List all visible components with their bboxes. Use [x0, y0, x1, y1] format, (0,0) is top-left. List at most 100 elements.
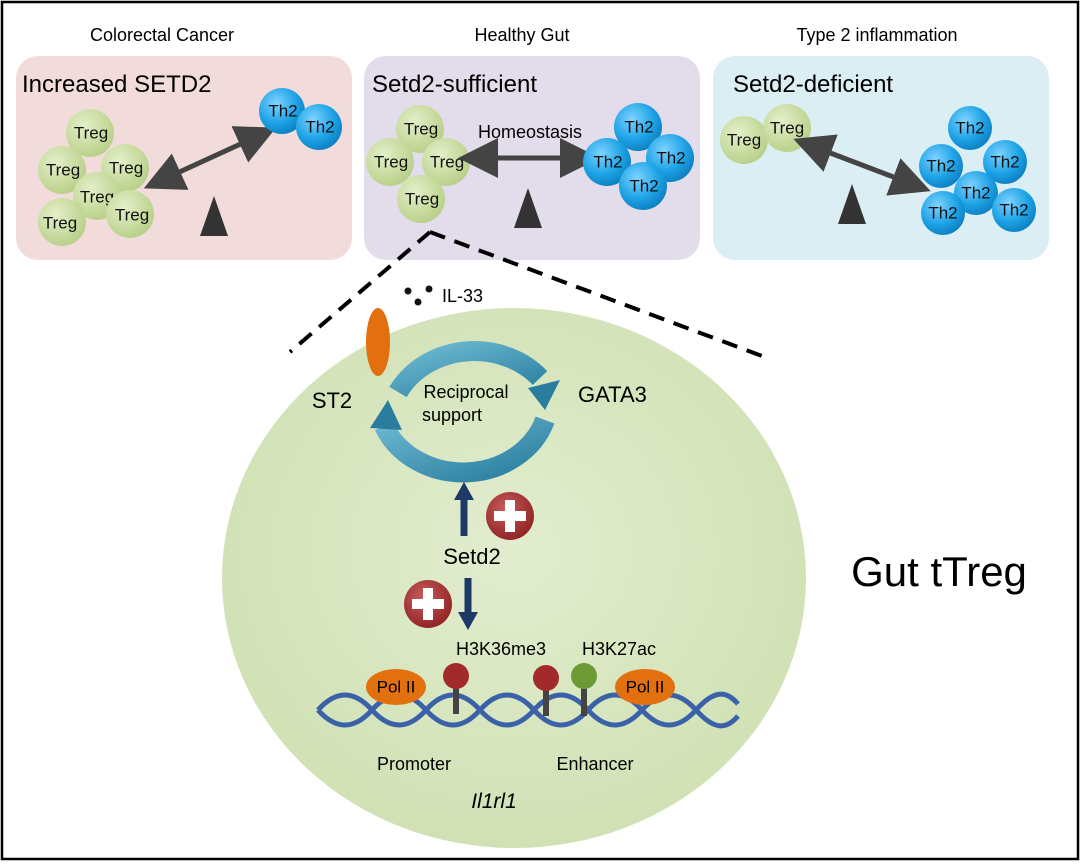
zoom-line-left [288, 230, 432, 354]
treg-cell [106, 190, 154, 238]
setd2-down-arrowhead [458, 612, 478, 630]
cycle-arrowhead-bottom [370, 400, 402, 430]
gut-ttreg-cell-body [222, 308, 806, 848]
h3k36me3-ball [443, 663, 469, 689]
enhancer-label: Enhancer [556, 754, 633, 774]
cycle-arrow-top [389, 341, 548, 398]
th2-cell-cluster: Th2 Th2 Th2 Th2 [583, 103, 694, 210]
plus-bar-v [423, 588, 433, 620]
treg-cell-cluster: Treg Treg Treg Treg Treg Treg [38, 109, 154, 246]
cycle-arrow-bottom [374, 416, 555, 483]
treg-cell [720, 116, 768, 164]
th2-label: Th2 [624, 117, 653, 136]
th2-cell [992, 188, 1036, 232]
treg-label: Treg [115, 205, 149, 224]
th2-label: Th2 [961, 183, 990, 202]
th2-cell-cluster: Th2 Th2 [259, 88, 342, 150]
h3k27ac-mark [571, 663, 597, 716]
zoom-line-right [429, 230, 763, 358]
setd2-up-arrowhead [454, 482, 474, 500]
th2-cell [948, 106, 992, 150]
h3k27ac-ball [571, 663, 597, 689]
pol-ii-shape [615, 669, 675, 705]
histone-tail [543, 688, 549, 716]
th2-label: Th2 [305, 117, 334, 136]
panel-healthy-gut: Healthy Gut Setd2-sufficient Treg Treg T… [364, 25, 700, 260]
promoter-label: Promoter [377, 754, 451, 774]
panel-title: Setd2-deficient [733, 71, 893, 98]
cycle-label-line1: Reciprocal [423, 382, 508, 402]
treg-label: Treg [430, 152, 464, 171]
plus-bar-v [505, 500, 515, 532]
th2-cell [983, 140, 1027, 184]
treg-cell [66, 109, 114, 157]
pol-ii-promoter: Pol II [366, 669, 426, 705]
th2-cell-cluster: Th2 Th2 Th2 Th2 Th2 Th2 [919, 106, 1036, 235]
th2-label: Th2 [926, 156, 955, 175]
panel-header: Type 2 inflammation [796, 25, 957, 45]
il33-label: IL-33 [442, 286, 483, 306]
cycle-arrowhead-top [528, 380, 560, 410]
pol-ii-shape [366, 669, 426, 705]
st2-label: ST2 [312, 388, 352, 413]
h3k36me3-ball [533, 665, 559, 691]
h3k36me3-mark [443, 663, 469, 714]
treg-label: Treg [727, 130, 761, 149]
treg-cell [397, 175, 445, 223]
th2-label: Th2 [593, 152, 622, 171]
pol-ii-label: Pol II [377, 677, 416, 696]
cytokine-dot [404, 287, 412, 295]
th2-label: Th2 [990, 152, 1019, 171]
cell-type-label: Gut tTreg [851, 548, 1027, 595]
treg-cell [38, 146, 86, 194]
fulcrum-triangle [838, 184, 866, 224]
th2-cell [583, 138, 631, 186]
panel-type2-inflammation: Type 2 inflammation Setd2-deficient Treg… [713, 25, 1049, 260]
th2-cell [919, 144, 963, 188]
th2-label: Th2 [928, 203, 957, 222]
th2-label: Th2 [955, 118, 984, 137]
panel-colorectal-cancer: Colorectal Cancer Increased SETD2 Treg T… [16, 25, 352, 260]
fulcrum-triangle [200, 196, 228, 236]
h3k27ac-label: H3K27ac [582, 639, 656, 659]
panel-header: Colorectal Cancer [90, 25, 234, 45]
histone-tail [581, 688, 587, 716]
balance-beam-arrow [793, 134, 931, 196]
treg-label: Treg [43, 213, 77, 232]
th2-label: Th2 [656, 148, 685, 167]
homeostasis-label: Homeostasis [478, 122, 582, 142]
th2-cell [921, 191, 965, 235]
pol-ii-label: Pol II [626, 677, 665, 696]
treg-label: Treg [109, 158, 143, 177]
histone-tail [453, 686, 459, 714]
treg-label: Treg [374, 152, 408, 171]
plus-badge-top [486, 492, 534, 540]
treg-label: Treg [46, 160, 80, 179]
gata3-label: GATA3 [578, 382, 647, 407]
treg-label: Treg [770, 118, 804, 137]
cycle-label-line2: support [422, 405, 482, 425]
th2-cell [619, 162, 667, 210]
h3k36me3-label: H3K36me3 [456, 639, 546, 659]
treg-cell [38, 198, 86, 246]
treg-label: Treg [405, 189, 439, 208]
th2-cell [296, 104, 342, 150]
treg-label: Treg [80, 187, 114, 206]
setd2-label: Setd2 [443, 544, 501, 569]
treg-label: Treg [74, 123, 108, 142]
cytokine-dot [425, 285, 433, 293]
fulcrum-triangle [514, 188, 542, 228]
il33-cytokine: IL-33 [404, 285, 483, 306]
pol-ii-enhancer: Pol II [615, 669, 675, 705]
reciprocal-cycle: Reciprocal support [370, 341, 560, 483]
th2-label: Th2 [629, 176, 658, 195]
gene-label: Il1rl1 [471, 790, 517, 813]
th2-cell [259, 88, 305, 134]
treg-cell [366, 138, 414, 186]
cytokine-dot [414, 298, 422, 306]
th2-label: Th2 [999, 200, 1028, 219]
treg-label: Treg [404, 119, 438, 138]
h3k36me3-mark [533, 665, 559, 716]
